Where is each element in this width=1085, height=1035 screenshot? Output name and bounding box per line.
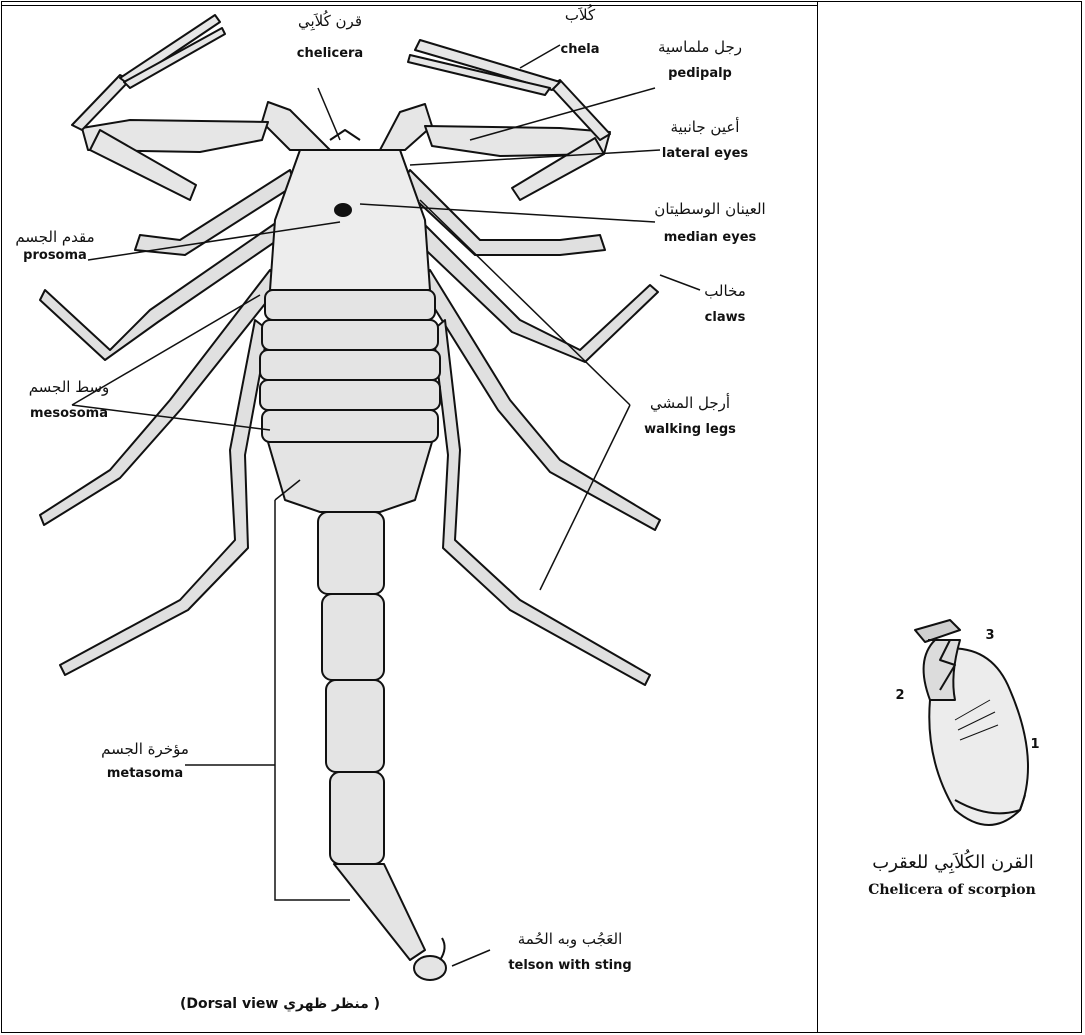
metasoma-segments [318, 512, 425, 960]
mesosoma-label-ar: وسط الجسم [14, 378, 124, 396]
median-eyes-label: median eyes [640, 230, 780, 245]
lateral-eyes-label-ar: أعين جانبية [650, 118, 760, 136]
chela-label: chela [540, 42, 620, 57]
sting [440, 938, 445, 960]
walking-legs-label: walking legs [625, 422, 755, 437]
mesosoma-label: mesosoma [14, 406, 124, 421]
pedipalp-label: pedipalp [640, 66, 760, 81]
chelicera-label-ar: قرن كُلاَبِي [270, 12, 390, 30]
prosoma-label: prosoma [10, 248, 100, 263]
chelicera-caption: Chelicera of scorpion [822, 882, 1082, 898]
pedipalp-label-ar: رجل ملماسية [640, 38, 760, 56]
metasoma-label: metasoma [90, 766, 200, 781]
median-eyes-mark [335, 204, 351, 216]
dorsal-view-caption: (Dorsal view منظر ظهري ) [130, 996, 430, 1012]
claws-label-ar: مخالب [690, 282, 760, 300]
metasoma-label-ar: مؤخرة الجسم [90, 740, 200, 758]
mesosoma-segments [260, 290, 440, 512]
lateral-eyes-label: lateral eyes [650, 146, 760, 161]
telson-label-ar: العَجُب وبه الحُمة [480, 930, 660, 948]
median-eyes-label-ar: العينان الوسطيتان [640, 200, 780, 218]
prosoma-label-ar: مقدم الجسم [10, 228, 100, 246]
prosoma-carapace [270, 150, 430, 290]
claws-label: claws [690, 310, 760, 325]
chelicera-number-2: 2 [892, 688, 908, 703]
telson-label: telson with sting [480, 958, 660, 973]
walking-legs-label-ar: أرجل المشي [625, 394, 755, 412]
chelicera-label: chelicera [270, 46, 390, 61]
chelicera-number-1: 1 [1027, 737, 1043, 752]
chela-label-ar: كُلاَب [540, 6, 620, 24]
chelicera-caption-ar: القرن الكُلاَبِي للعقرب [828, 852, 1078, 873]
panel-divider [817, 1, 818, 1033]
chelicera-number-3: 3 [982, 628, 998, 643]
